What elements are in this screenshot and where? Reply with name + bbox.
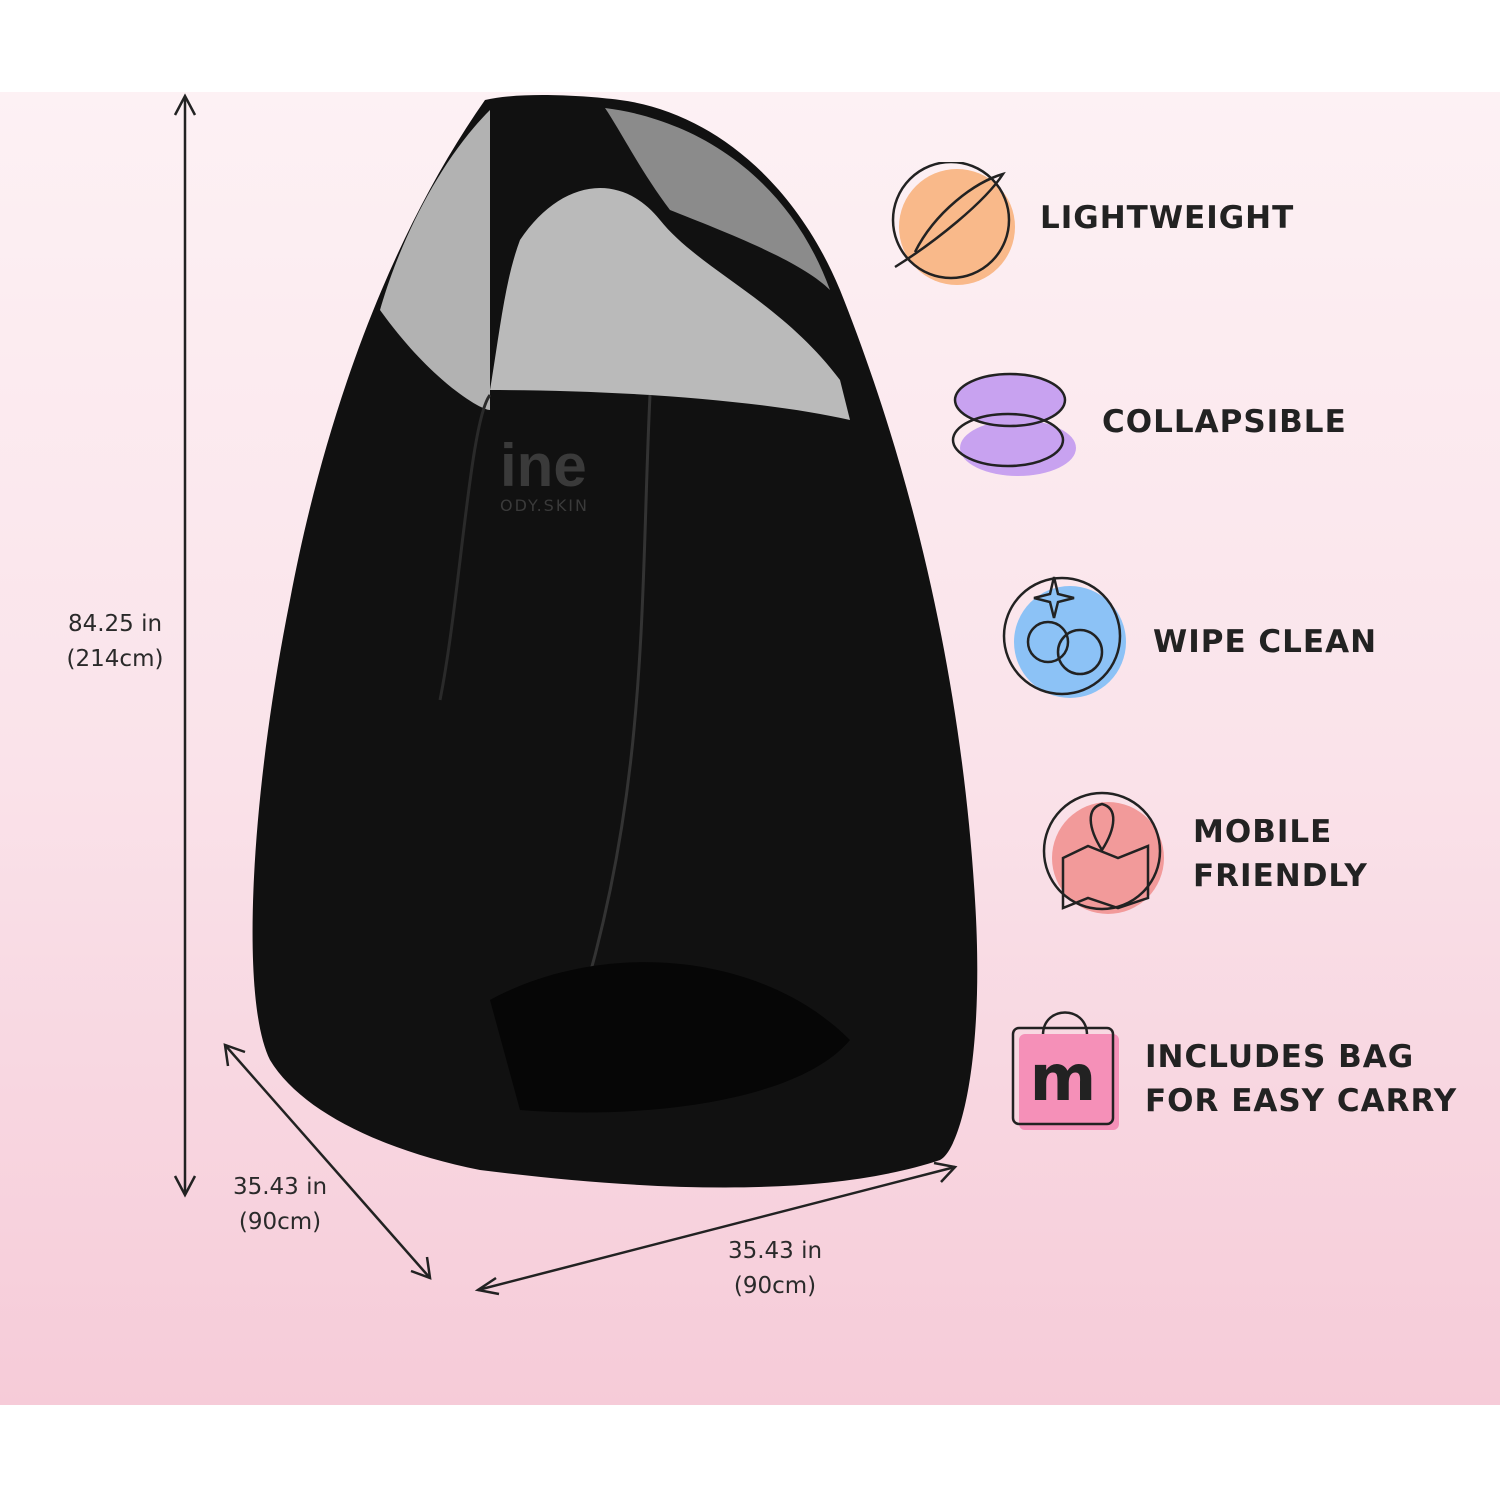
shopping-bag-icon: m — [1011, 1011, 1119, 1130]
feature-collapsible: COLLAPSIBLE — [1102, 404, 1347, 440]
depth-label: 35.43 in (90cm) — [232, 1174, 328, 1235]
bubbles-sparkle-icon — [1002, 576, 1126, 698]
dimension-arrows — [173, 93, 958, 1296]
collapsed-discs-icon — [951, 372, 1076, 476]
feather-icon — [891, 162, 1015, 285]
map-pin-icon — [1042, 791, 1164, 914]
feature-lightweight: LIGHTWEIGHT — [1040, 200, 1295, 236]
height-label: 84.25 in (214cm) — [66, 611, 164, 672]
feature-wipe-clean: WIPE CLEAN — [1153, 624, 1378, 660]
feature-includes-bag: INCLUDES BAG FOR EASY CARRY — [1145, 1039, 1458, 1119]
width-label: 35.43 in (90cm) — [727, 1238, 823, 1299]
tent — [252, 95, 978, 1188]
feature-mobile-friendly: MOBILE FRIENDLY — [1193, 814, 1368, 894]
logo-watermark: ine ODY.SKIN — [500, 432, 589, 516]
svg-text:m: m — [1030, 1042, 1097, 1116]
